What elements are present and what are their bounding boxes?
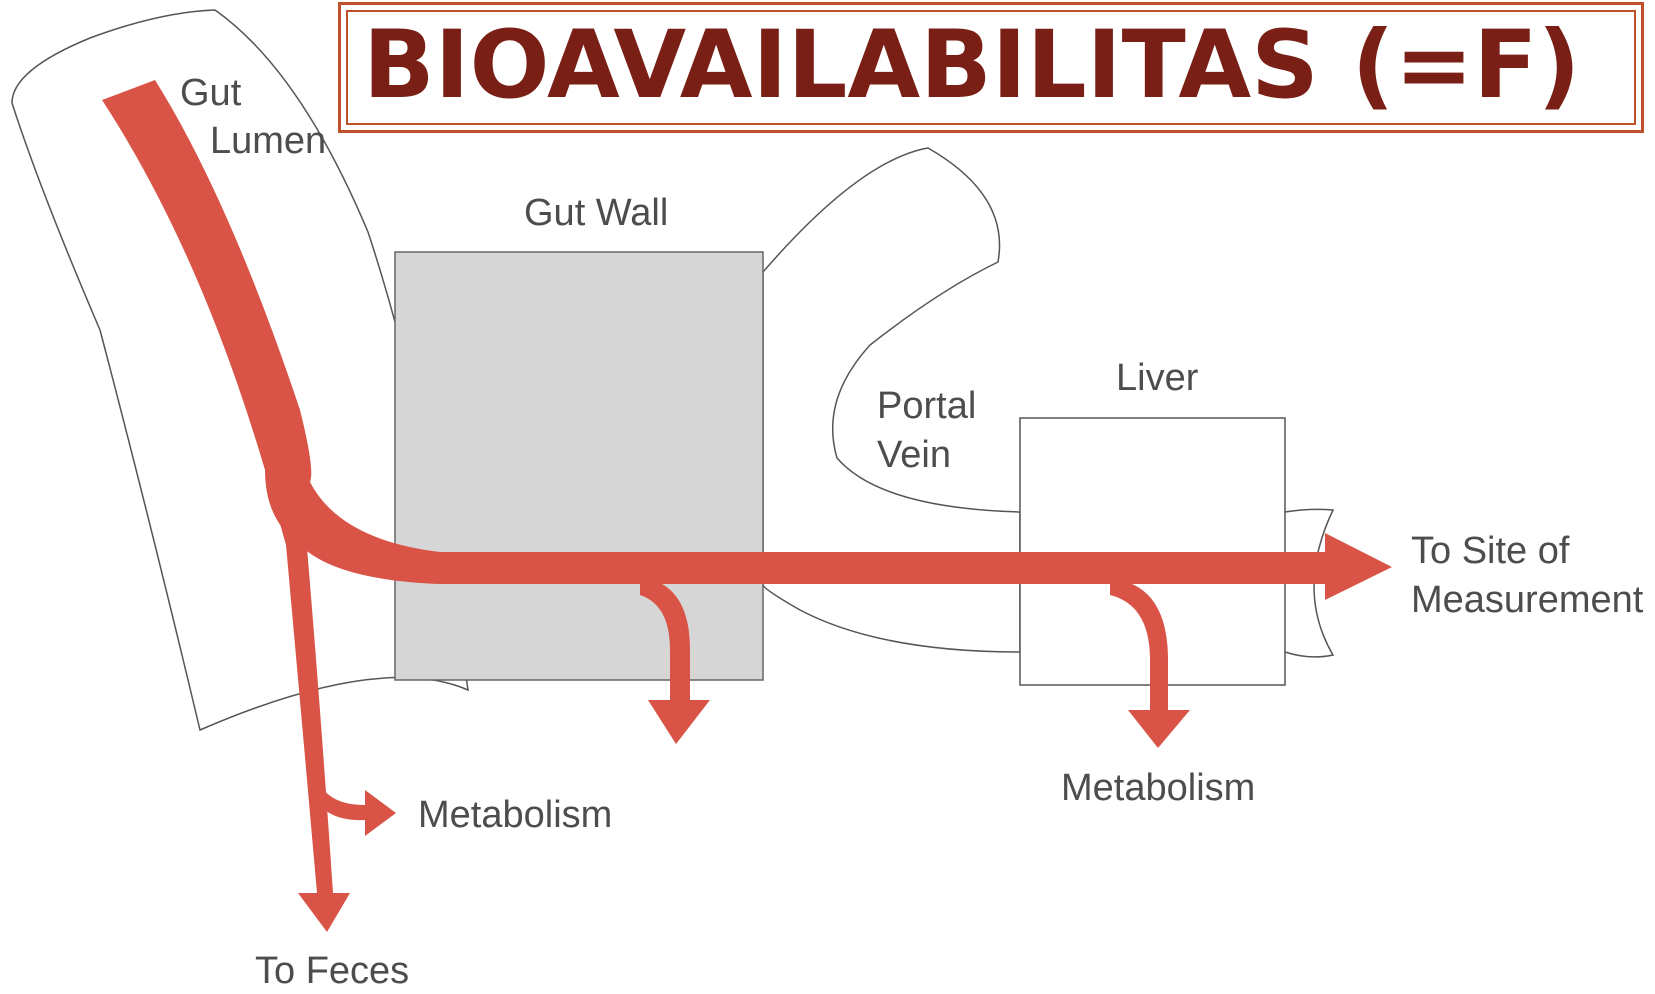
gut-label: Gut <box>180 72 242 114</box>
gut-wall-label: Gut Wall <box>524 192 668 234</box>
page-title: BIOAVAILABILITAS (=F) <box>363 11 1581 121</box>
title-box: BIOAVAILABILITAS (=F) <box>338 2 1644 133</box>
lumen-label: Lumen <box>210 120 326 162</box>
liver-metabolism-label: Metabolism <box>1061 767 1255 809</box>
to-feces-label: To Feces <box>255 950 409 992</box>
vein-label: Vein <box>877 434 951 476</box>
measurement-label: Measurement <box>1411 579 1644 621</box>
liver-label: Liver <box>1116 357 1199 399</box>
gut-metabolism-label: Metabolism <box>418 794 612 836</box>
portal-label: Portal <box>877 385 976 427</box>
gut-wall-box <box>395 252 763 680</box>
to-site-of-label: To Site of <box>1411 530 1570 572</box>
